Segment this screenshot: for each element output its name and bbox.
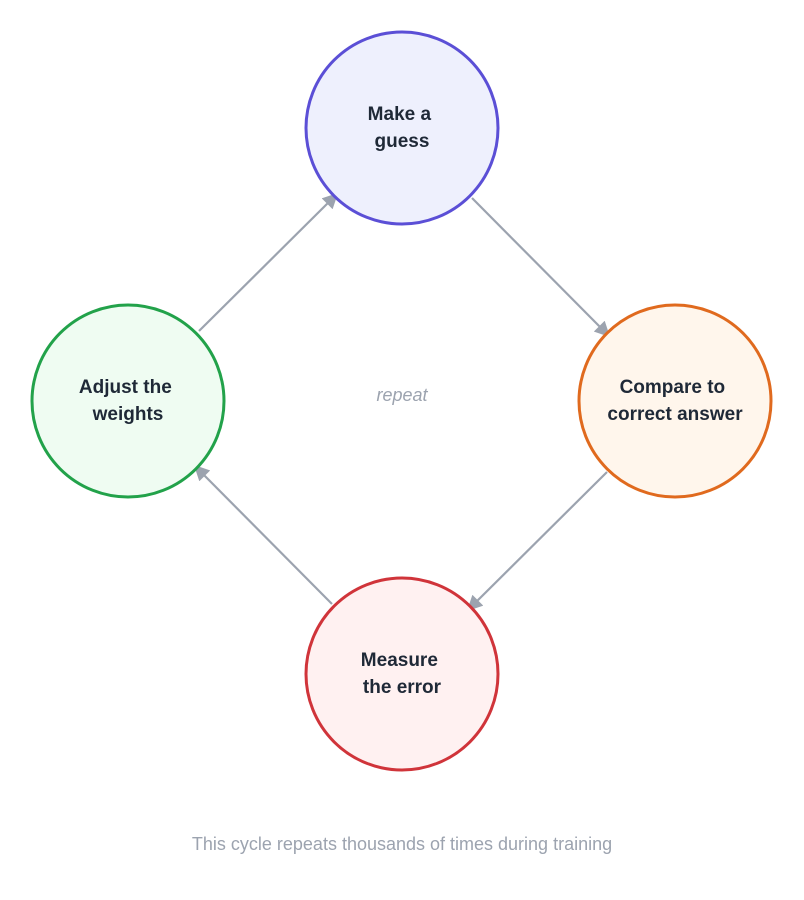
node-make-guess-circle [304, 30, 500, 226]
node-make-guess-line-1: Make a [368, 104, 432, 125]
node-measure-error-line-1: Measure [361, 650, 438, 671]
diagram-caption: This cycle repeats thousands of times du… [191, 834, 613, 854]
arrow-guess-to-compare [471, 197, 611, 338]
node-compare: Compare to correct answer [577, 303, 773, 499]
node-make-guess-line-2: guess [375, 131, 430, 152]
arrow-adjust-to-guess [198, 192, 339, 332]
node-adjust-weights-circle [30, 303, 226, 499]
center-repeat-label: repeat [376, 385, 428, 405]
node-measure-error: Measure the error [304, 576, 500, 772]
node-adjust-weights: Adjust the weights [30, 303, 226, 499]
node-measure-error-line-2: the error [363, 677, 442, 698]
node-compare-circle [577, 303, 773, 499]
arrow-compare-to-measure [466, 471, 608, 612]
svg-text:Measure the error: Measure the error [361, 650, 443, 698]
node-adjust-weights-line-2: weights [92, 404, 164, 425]
svg-text:Compare to correct answe: Compare to correct answer [607, 377, 743, 425]
svg-text:Adjust the weights: Adjust the weights [79, 377, 177, 425]
svg-text:Make a guess: Make a guess [368, 104, 437, 152]
node-measure-error-circle [304, 576, 500, 772]
arrow-measure-to-adjust [193, 464, 333, 605]
node-compare-line-2: correct answer [607, 404, 743, 425]
node-adjust-weights-line-1: Adjust the [79, 377, 172, 398]
node-make-guess: Make a guess [304, 30, 500, 226]
node-compare-line-1: Compare to [620, 377, 726, 398]
